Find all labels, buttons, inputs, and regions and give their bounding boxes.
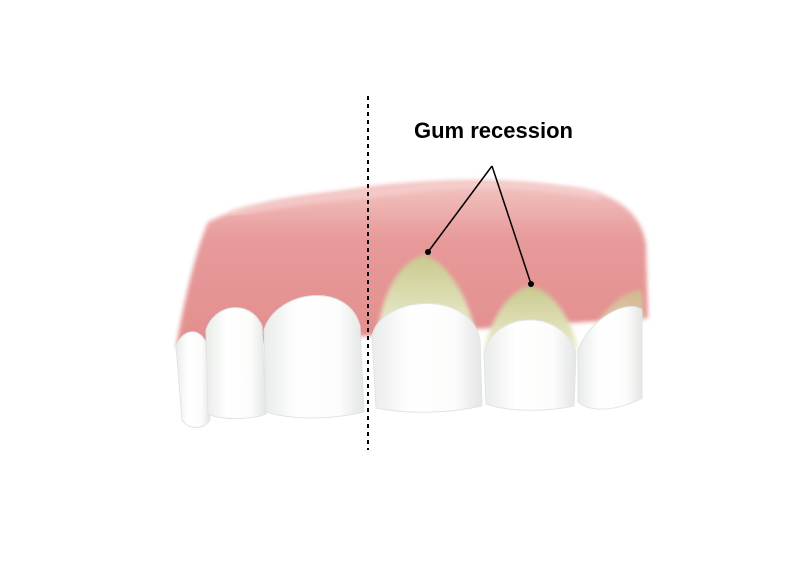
leader-dot-2: [528, 281, 534, 287]
leader-dot-1: [425, 249, 431, 255]
annotation-leaders: [425, 165, 534, 287]
tooth-left-canine: [175, 331, 211, 428]
tooth-right-lateral: [483, 319, 577, 411]
leader-line-2: [491, 165, 532, 285]
tooth-left-central: [263, 295, 365, 419]
teeth: [175, 295, 643, 428]
tooth-right-canine: [577, 305, 643, 410]
tooth-right-central: [371, 303, 483, 413]
tooth-left-lateral: [205, 307, 267, 419]
gum-recession-label: Gum recession: [414, 118, 573, 143]
leader-line-1: [427, 165, 493, 253]
